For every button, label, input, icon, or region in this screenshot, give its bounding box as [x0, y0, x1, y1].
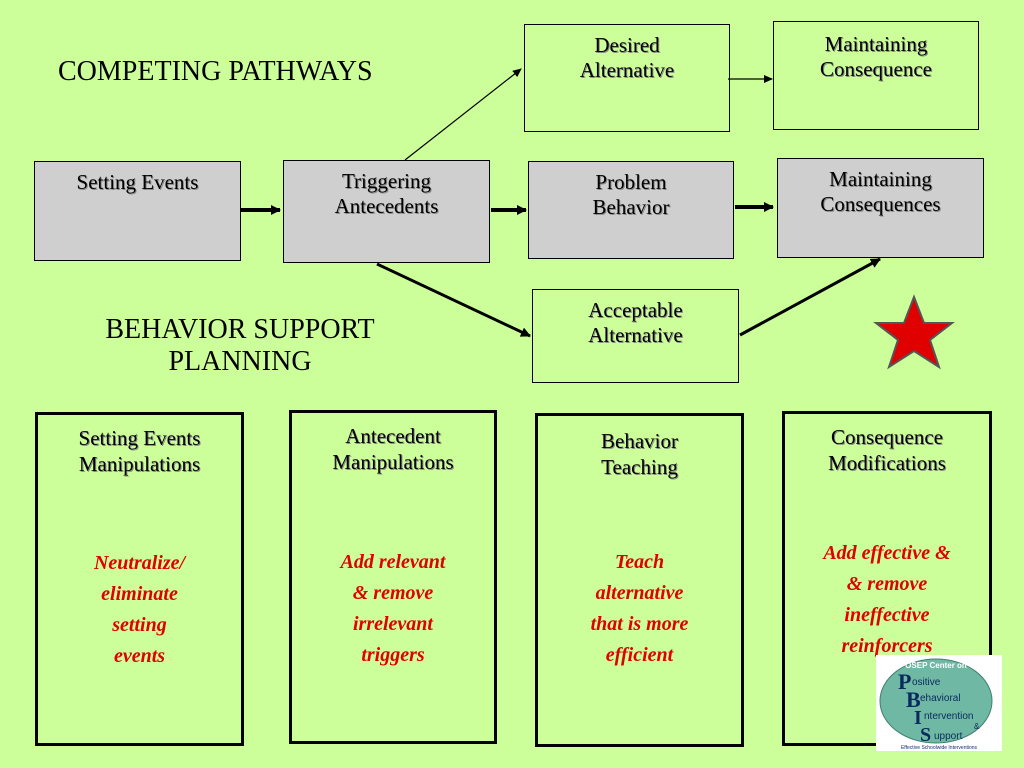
- desired-label-2: Alternative: [579, 58, 675, 82]
- body-line: & remove: [846, 573, 928, 595]
- column-body: Teach alternative that is more efficient: [538, 547, 741, 671]
- body-line: alternative: [595, 582, 684, 604]
- column-heading-line-2: Manipulations: [78, 452, 201, 476]
- competing-pathways-title: COMPETING PATHWAYS: [58, 56, 373, 87]
- problem-label-1: Problem: [595, 170, 667, 194]
- logo-letter-b: B: [906, 687, 921, 712]
- logo-word-1: ositive: [912, 677, 941, 688]
- desired-consequence-label-2: Consequence: [820, 57, 932, 81]
- column-heading-line-2: Manipulations: [332, 450, 454, 474]
- arrow-acceptable-to-maintaining: [739, 257, 881, 337]
- setting-events-box: Setting Events: [34, 161, 241, 261]
- column-heading-line-1: Setting Events: [78, 426, 201, 450]
- body-line: ineffective: [844, 604, 930, 626]
- desired-alternative-box: Desired Alternative: [524, 24, 730, 132]
- logo-word-2: ehavioral: [920, 693, 961, 704]
- column-heading-line-1: Consequence: [831, 425, 943, 449]
- pbis-logo: OSEP Center on P ositive B ehavioral I n…: [876, 655, 1002, 751]
- pbis-logo-graphic: OSEP Center on P ositive B ehavioral I n…: [879, 658, 993, 751]
- title-line-2: PLANNING: [168, 346, 312, 377]
- logo-top-text: OSEP Center on: [905, 661, 967, 670]
- column-body: Neutralize/ eliminate setting events: [38, 548, 241, 672]
- body-line: Neutralize/: [93, 552, 186, 574]
- column-heading: Consequence Modifications: [785, 424, 989, 476]
- column-body: Add relevant & remove irrelevant trigger…: [292, 547, 494, 671]
- arrow-triggering-to-acceptable: [376, 262, 531, 338]
- column-heading-line-2: Modifications: [828, 451, 946, 475]
- title-line-1: BEHAVIOR SUPPORT: [105, 314, 375, 345]
- logo-letter-s: S: [920, 724, 931, 746]
- body-line: reinforcers: [841, 635, 933, 657]
- logo-letter-p: P: [898, 669, 911, 694]
- column-heading-line-1: Behavior: [601, 429, 678, 453]
- column-heading: Antecedent Manipulations: [292, 423, 494, 475]
- body-line: eliminate: [101, 583, 178, 605]
- logo-ampersand: &: [974, 722, 980, 731]
- maintaining-label-1: Maintaining: [829, 167, 932, 191]
- column-heading-line-2: Teaching: [601, 455, 678, 479]
- triggering-antecedents-box: Triggering Antecedents: [283, 160, 490, 263]
- maintaining-label-2: Consequences: [820, 192, 941, 216]
- body-line: & remove: [352, 582, 434, 604]
- maintaining-consequences-box: Maintaining Consequences: [777, 158, 984, 258]
- body-line: efficient: [605, 644, 674, 666]
- body-line: irrelevant: [353, 613, 433, 635]
- column-heading-line-1: Antecedent: [345, 424, 441, 448]
- star-icon: [873, 294, 955, 370]
- column-behavior-teaching: Behavior Teaching Teach alternative that…: [535, 413, 744, 747]
- problem-label-2: Behavior: [592, 195, 670, 219]
- column-heading: Setting Events Manipulations: [38, 425, 241, 477]
- body-line: events: [113, 645, 166, 667]
- body-line: Add relevant: [340, 551, 446, 573]
- body-line: Add effective &: [823, 542, 951, 564]
- body-line: setting: [112, 614, 167, 636]
- body-line: that is more: [590, 613, 689, 635]
- column-antecedent: Antecedent Manipulations Add relevant & …: [289, 410, 497, 744]
- arrow-triggering-to-desired: [404, 68, 522, 161]
- setting-events-label: Setting Events: [76, 170, 199, 194]
- triggering-label-1: Triggering: [341, 169, 432, 193]
- desired-consequence-label-1: Maintaining: [824, 32, 928, 56]
- body-line: triggers: [361, 644, 425, 666]
- column-body: Add effective & & remove ineffective rei…: [785, 538, 989, 662]
- logo-word-3: ntervention: [924, 711, 973, 722]
- maintaining-consequence-box: Maintaining Consequence: [773, 21, 979, 130]
- behavior-support-planning-title: BEHAVIOR SUPPORT PLANNING: [60, 314, 420, 378]
- column-heading: Behavior Teaching: [538, 428, 741, 480]
- logo-letter-i: I: [914, 707, 922, 729]
- acceptable-alternative-box: Acceptable Alternative: [532, 289, 739, 383]
- logo-bottom-text: Effective Schoolwide Interventions: [901, 745, 978, 751]
- desired-label-1: Desired: [594, 33, 660, 57]
- body-line: Teach: [614, 551, 665, 573]
- logo-word-4: upport: [934, 731, 963, 742]
- acceptable-label-2: Alternative: [588, 323, 683, 347]
- triggering-label-2: Antecedents: [334, 194, 439, 218]
- problem-behavior-box: Problem Behavior: [528, 161, 734, 259]
- acceptable-label-1: Acceptable: [588, 298, 683, 322]
- column-setting-events: Setting Events Manipulations Neutralize/…: [35, 412, 244, 746]
